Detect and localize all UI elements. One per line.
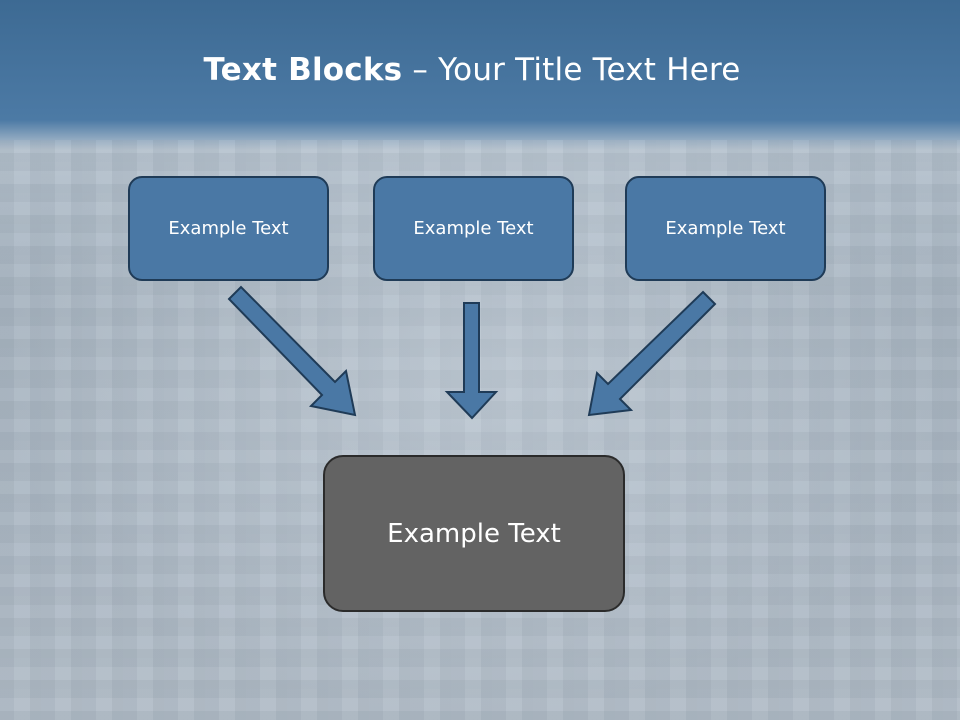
- text-block-2-label: Example Text: [413, 218, 534, 239]
- text-block-2[interactable]: Example Text: [373, 176, 574, 281]
- title-bold: Text Blocks: [203, 52, 403, 88]
- text-block-1-label: Example Text: [168, 218, 289, 239]
- target-block[interactable]: Example Text: [323, 455, 625, 612]
- target-block-label: Example Text: [387, 518, 561, 549]
- title-rest: – Your Title Text Here: [412, 52, 741, 88]
- slide-title: Text Blocks – Your Title Text Here: [0, 52, 944, 88]
- arrow-left-icon: [227, 285, 357, 417]
- text-block-3[interactable]: Example Text: [625, 176, 826, 281]
- arrow-center-icon: [444, 302, 499, 420]
- arrow-right-icon: [587, 290, 717, 417]
- text-block-3-label: Example Text: [665, 218, 786, 239]
- text-block-1[interactable]: Example Text: [128, 176, 329, 281]
